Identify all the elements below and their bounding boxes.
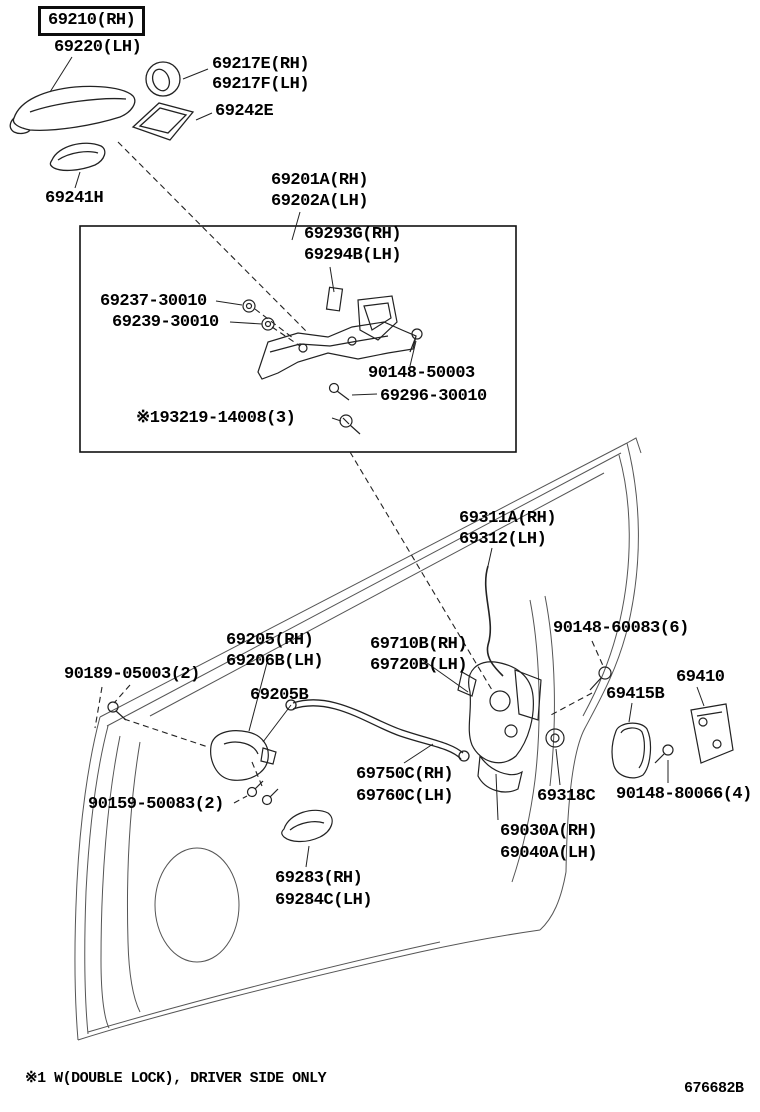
small-parts-art bbox=[107, 666, 734, 806]
part-label-69410[interactable]: 69410 bbox=[676, 668, 725, 687]
part-label-69217f-lh[interactable]: 69217F(LH) bbox=[212, 75, 310, 94]
part-label-69237-30010[interactable]: 69237-30010 bbox=[100, 292, 207, 311]
part-label-69205-rh[interactable]: 69205(RH) bbox=[226, 631, 314, 650]
part-label-90148-50003[interactable]: 90148-50003 bbox=[368, 364, 475, 383]
part-label-69242e[interactable]: 69242E bbox=[215, 102, 274, 121]
part-label-69710b-rh[interactable]: 69710B(RH) bbox=[370, 635, 468, 654]
part-label-69415b[interactable]: 69415B bbox=[606, 685, 665, 704]
part-label-69201a-rh[interactable]: 69201A(RH) bbox=[271, 171, 369, 190]
part-label-69284c-lh[interactable]: 69284C(LH) bbox=[275, 891, 373, 910]
part-label-69294b-lh[interactable]: 69294B(LH) bbox=[304, 246, 402, 265]
part-label-69040a-lh[interactable]: 69040A(LH) bbox=[500, 844, 598, 863]
part-label-93219-14008[interactable]: ※193219-14008(3) bbox=[136, 409, 296, 428]
part-label-69311a-rh[interactable]: 69311A(RH) bbox=[459, 509, 557, 528]
part-label-69202a-lh[interactable]: 69202A(LH) bbox=[271, 192, 369, 211]
door-lock-art bbox=[457, 661, 542, 793]
part-label-69210-rh[interactable]: 69210(RH) bbox=[38, 6, 146, 37]
part-label-69030a-rh[interactable]: 69030A(RH) bbox=[500, 822, 598, 841]
part-label-90148-80066[interactable]: 90148-80066(4) bbox=[616, 785, 752, 804]
part-label-69220-lh[interactable]: 69220(LH) bbox=[54, 38, 142, 57]
part-label-69217e-rh[interactable]: 69217E(RH) bbox=[212, 55, 310, 74]
part-label-69760c-lh[interactable]: 69760C(LH) bbox=[356, 787, 454, 806]
handle-bezel-art bbox=[281, 809, 333, 843]
part-label-69318c[interactable]: 69318C bbox=[537, 787, 596, 806]
lock-rod-art bbox=[484, 565, 504, 677]
lock-cable-art bbox=[285, 699, 470, 762]
sub-assembly-box bbox=[79, 225, 517, 453]
part-label-69241h[interactable]: 69241H bbox=[45, 189, 104, 208]
door-panel-art bbox=[74, 437, 642, 1041]
part-label-69293g-rh[interactable]: 69293G(RH) bbox=[304, 225, 402, 244]
part-label-69296-30010[interactable]: 69296-30010 bbox=[380, 387, 487, 406]
part-label-90148-60083[interactable]: 90148-60083(6) bbox=[553, 619, 689, 638]
inside-handle-art bbox=[210, 730, 277, 781]
part-label-69239-30010[interactable]: 69239-30010 bbox=[112, 313, 219, 332]
part-label-90159-50083[interactable]: 90159-50083(2) bbox=[88, 795, 224, 814]
leader-lines-solid bbox=[49, 56, 705, 868]
part-label-90189-05003[interactable]: 90189-05003(2) bbox=[64, 665, 200, 684]
outside-handle-art bbox=[9, 61, 195, 172]
part-label-69206b-lh[interactable]: 69206B(LH) bbox=[226, 652, 324, 671]
leader-lines-dashed bbox=[94, 141, 605, 804]
figure-number: 676682B bbox=[684, 1080, 744, 1097]
double-lock-footnote: ※1 W(DOUBLE LOCK), DRIVER SIDE ONLY bbox=[25, 1070, 327, 1087]
part-label-69205b[interactable]: 69205B bbox=[250, 686, 309, 705]
part-label-69312-lh[interactable]: 69312(LH) bbox=[459, 530, 547, 549]
part-label-69283-rh[interactable]: 69283(RH) bbox=[275, 869, 363, 888]
part-label-69720b-lh[interactable]: 69720B(LH) bbox=[370, 656, 468, 675]
part-label-69750c-rh[interactable]: 69750C(RH) bbox=[356, 765, 454, 784]
